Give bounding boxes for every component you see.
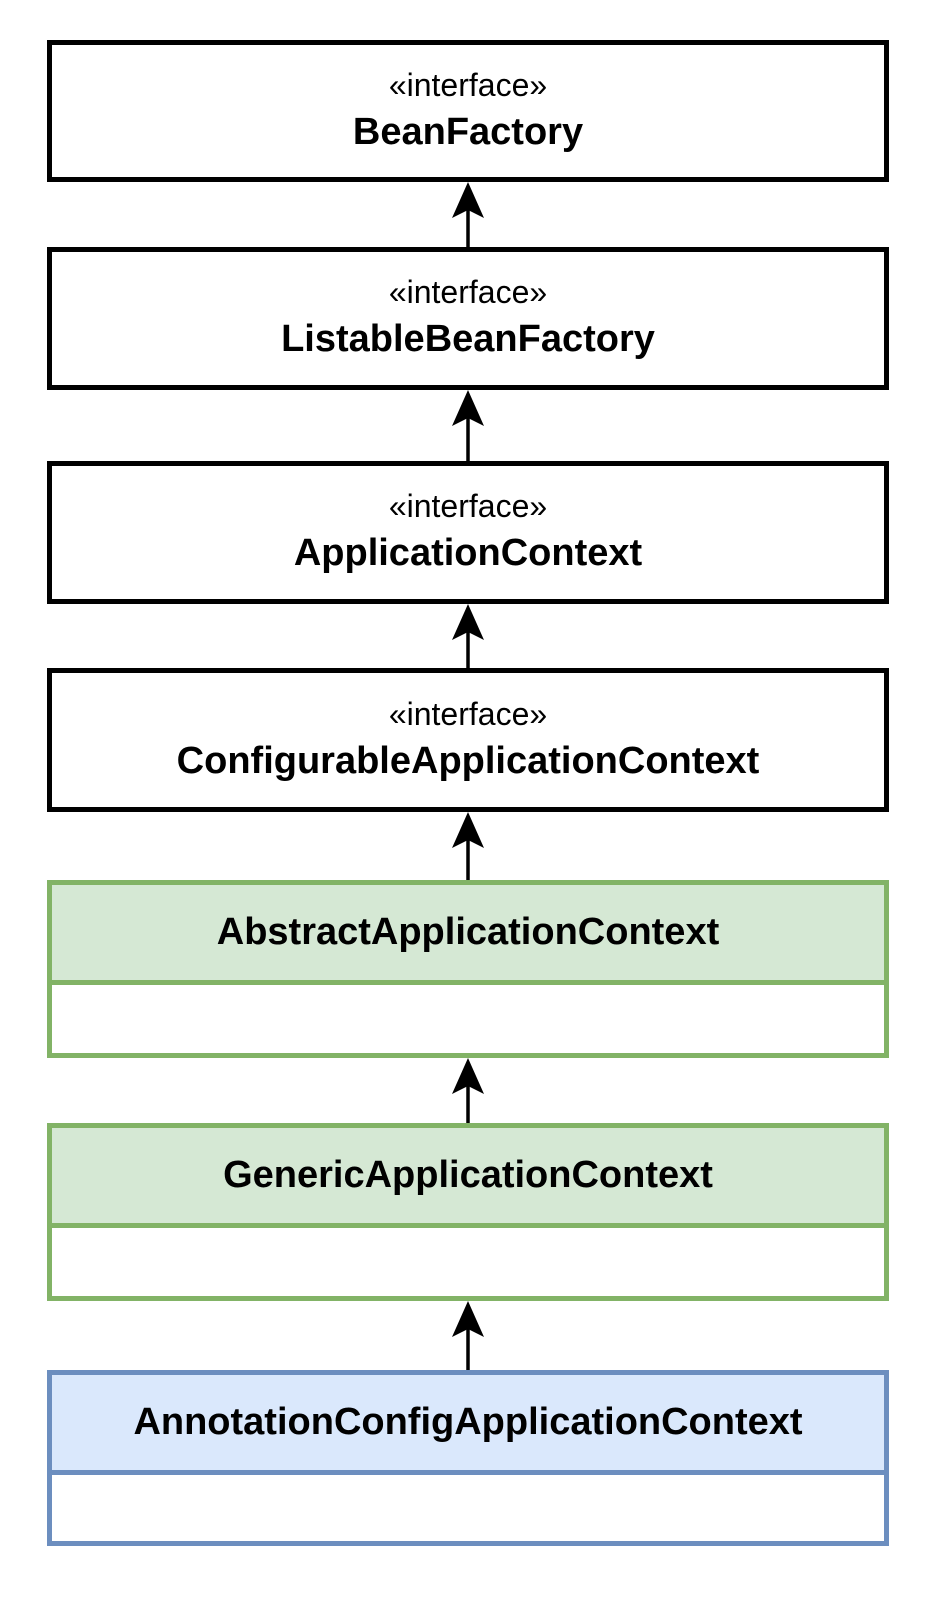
class-box-bean-factory: «interface» BeanFactory	[47, 40, 889, 182]
class-box-generic-application-context: GenericApplicationContext	[47, 1123, 889, 1301]
class-name: BeanFactory	[352, 110, 584, 153]
class-box-listable-bean-factory: «interface» ListableBeanFactory	[47, 247, 889, 390]
class-name-compartment: AbstractApplicationContext	[52, 885, 884, 985]
inheritance-arrow-icon	[446, 812, 490, 880]
class-name: AbstractApplicationContext	[216, 910, 720, 953]
class-box-configurable-application-context: «interface» ConfigurableApplicationConte…	[47, 668, 889, 812]
class-name: AnnotationConfigApplicationContext	[133, 1400, 803, 1443]
class-name-compartment: GenericApplicationContext	[52, 1128, 884, 1228]
inheritance-arrow-icon	[446, 1301, 490, 1370]
class-name-compartment: AnnotationConfigApplicationContext	[52, 1375, 884, 1475]
stereotype-label: «interface»	[388, 488, 548, 525]
stereotype-label: «interface»	[388, 274, 548, 311]
class-name: ListableBeanFactory	[281, 318, 655, 361]
class-box-abstract-application-context: AbstractApplicationContext	[47, 880, 889, 1058]
class-box-application-context: «interface» ApplicationContext	[47, 461, 889, 604]
class-name: ConfigurableApplicationContext	[176, 739, 760, 782]
class-attributes-compartment	[52, 1228, 884, 1296]
stereotype-label: «interface»	[388, 695, 548, 732]
class-attributes-compartment	[52, 985, 884, 1053]
class-name: GenericApplicationContext	[223, 1153, 713, 1196]
inheritance-arrow-icon	[446, 604, 490, 668]
inheritance-arrow-icon	[446, 1058, 490, 1123]
stereotype-label: «interface»	[388, 66, 548, 103]
inheritance-arrow-icon	[446, 182, 490, 247]
class-name: ApplicationContext	[293, 532, 643, 575]
class-box-annotation-config-application-context: AnnotationConfigApplicationContext	[47, 1370, 889, 1546]
class-attributes-compartment	[52, 1475, 884, 1541]
inheritance-arrow-icon	[446, 390, 490, 461]
